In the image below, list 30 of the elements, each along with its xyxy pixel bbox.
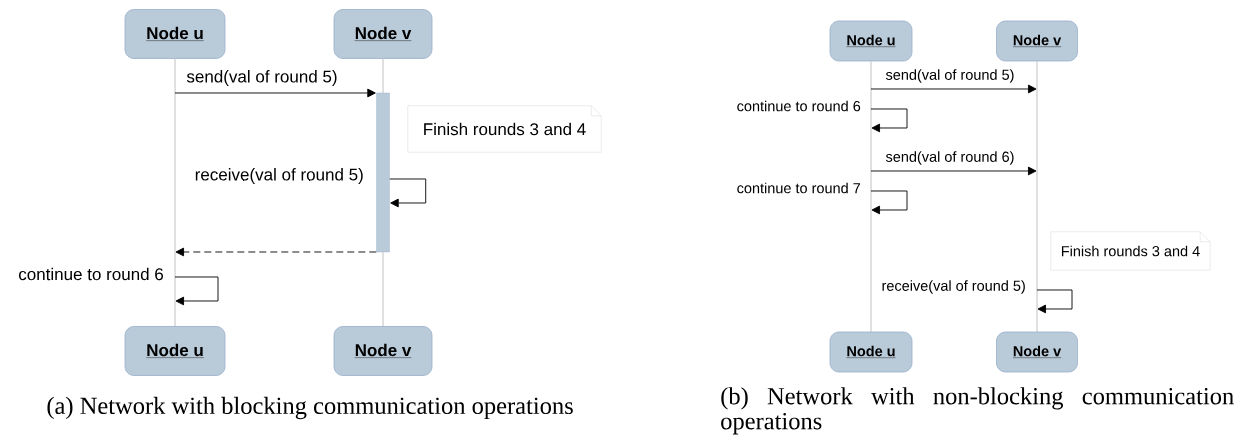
self-message-arrow	[174, 276, 219, 306]
participant-box: Node u	[829, 331, 913, 373]
return-arrow	[175, 247, 377, 257]
note-box: Finish rounds 3 and 4	[1050, 231, 1211, 271]
edge-label: send(val of round 6)	[884, 150, 1016, 166]
edge-label: send(val of round 5)	[185, 69, 339, 87]
participant-box: Node u	[124, 326, 226, 376]
message-arrow	[870, 166, 1037, 176]
self-message-arrow	[870, 190, 908, 215]
participant-box: Node v	[996, 331, 1078, 373]
message-arrow	[174, 88, 376, 98]
participant-box: Node v	[996, 20, 1078, 62]
edge-label: continue to round 6	[735, 99, 862, 113]
self-message-arrow	[870, 108, 908, 133]
message-arrow	[870, 84, 1037, 94]
activation-bar	[376, 92, 390, 253]
participant-box: Node v	[333, 326, 433, 376]
self-message-arrow	[1036, 289, 1073, 314]
participant-box: Node u	[124, 9, 226, 59]
edge-label: send(val of round 5)	[884, 68, 1016, 84]
edge-label: continue to round 6	[17, 266, 165, 282]
edge-label: receive(val of round 5)	[880, 279, 1027, 295]
participant-box: Node v	[333, 9, 433, 59]
edge-label: continue to round 7	[735, 181, 862, 195]
note-box: Finish rounds 3 and 4	[407, 105, 602, 153]
self-message-arrow	[389, 178, 427, 208]
caption: (a) Network with blocking communication operations	[47, 396, 573, 420]
participant-box: Node u	[829, 20, 913, 62]
caption: (b) Network with non-blocking communication operations	[721, 387, 1234, 435]
edge-label: receive(val of round 5)	[193, 167, 365, 185]
